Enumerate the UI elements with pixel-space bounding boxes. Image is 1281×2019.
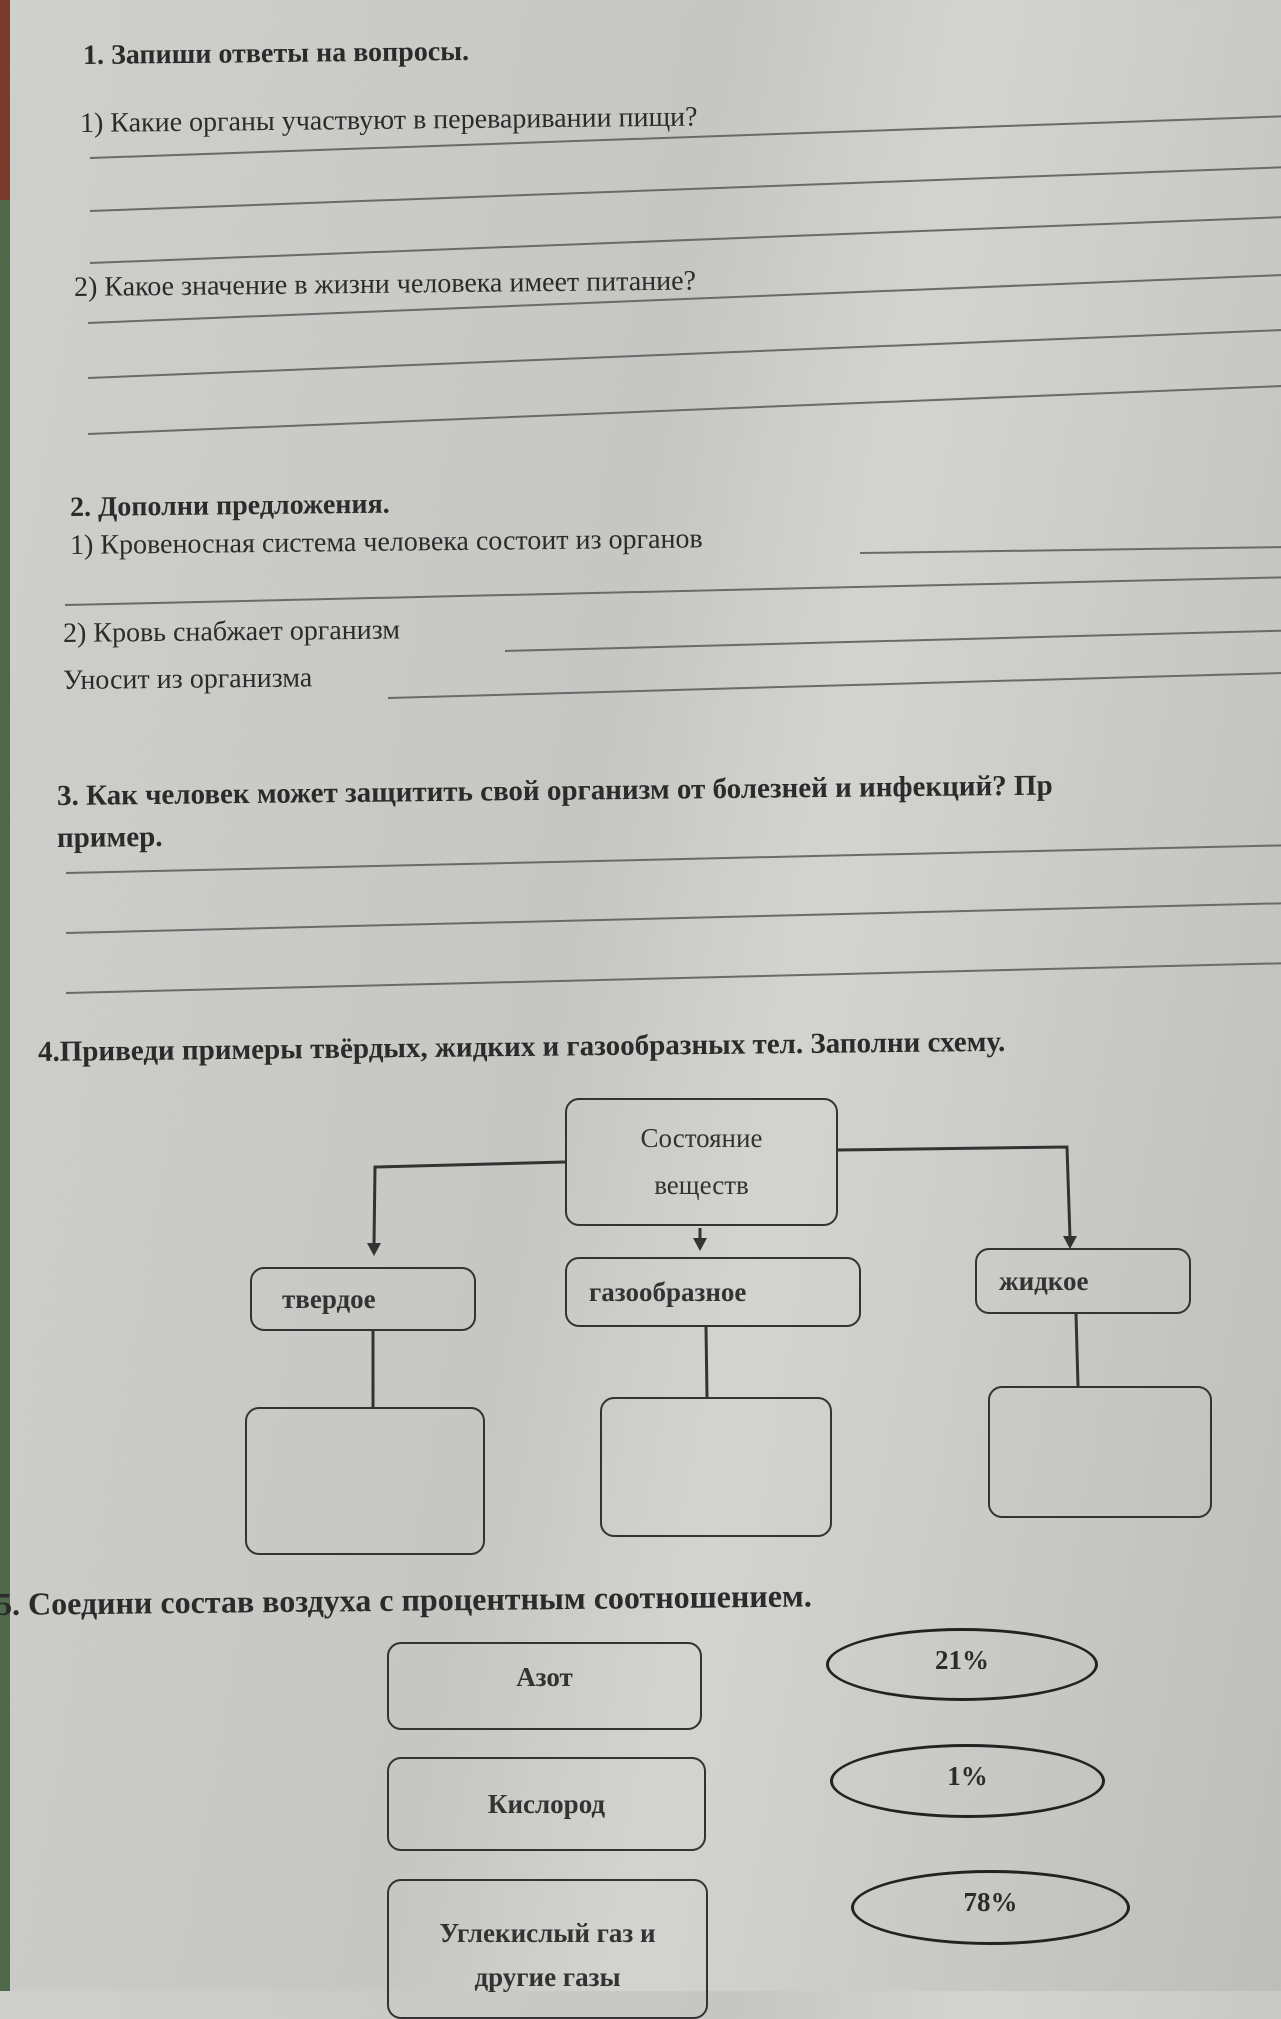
answer-box-gas[interactable] [600,1397,832,1537]
root-line1: Состояние [640,1123,763,1153]
state-box-gas: газообразное [565,1257,861,1327]
connector-liquid [1074,1313,1080,1387]
root-line2: веществ [654,1170,749,1200]
state-box-solid: твердое [250,1267,476,1331]
gas-box-nitrogen[interactable]: Азот [387,1642,702,1730]
percent-ellipse-78[interactable]: 78% [851,1870,1130,1945]
answer-box-solid[interactable] [245,1407,485,1555]
answer-box-liquid[interactable] [988,1386,1212,1518]
connector-gas [704,1326,709,1398]
arrow-to-liquid [837,1145,1072,1239]
arrow-to-solid [372,1160,566,1246]
state-box-liquid: жидкое [975,1248,1191,1314]
percent-ellipse-21[interactable]: 21% [826,1628,1098,1701]
gas-box-co2-other[interactable]: Углекислый газ и другие газы [387,1879,708,2019]
percent-ellipse-1[interactable]: 1% [830,1744,1105,1818]
gas-box-oxygen[interactable]: Кислород [387,1757,706,1851]
page-edge [0,0,10,1991]
scheme-root-box: Состояние веществ [565,1098,838,1226]
